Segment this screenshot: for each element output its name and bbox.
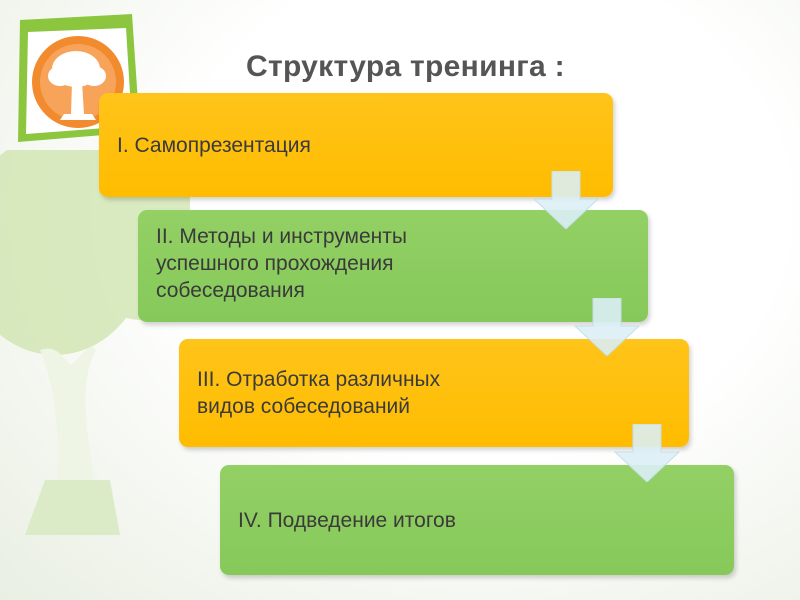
process-step-4-label: IV. Подведение итогов [238,508,456,532]
arrow-down-icon [613,424,681,482]
process-step-3-label: III. Отработка различных видов собеседов… [197,368,441,418]
page-title: Структура тренинга : [246,50,565,83]
process-step-2-label: II. Методы и инструменты успешного прохо… [156,224,407,302]
process-step-4: IV. Подведение итогов [220,465,734,575]
arrow-down-icon [532,171,600,229]
arrow-down-icon [573,298,641,356]
process-step-1: I. Самопрезентация [99,93,613,197]
process-step-2: II. Методы и инструменты успешного прохо… [138,210,648,322]
process-step-3: III. Отработка различных видов собеседов… [179,339,689,447]
process-step-1-label: I. Самопрезентация [117,133,311,157]
